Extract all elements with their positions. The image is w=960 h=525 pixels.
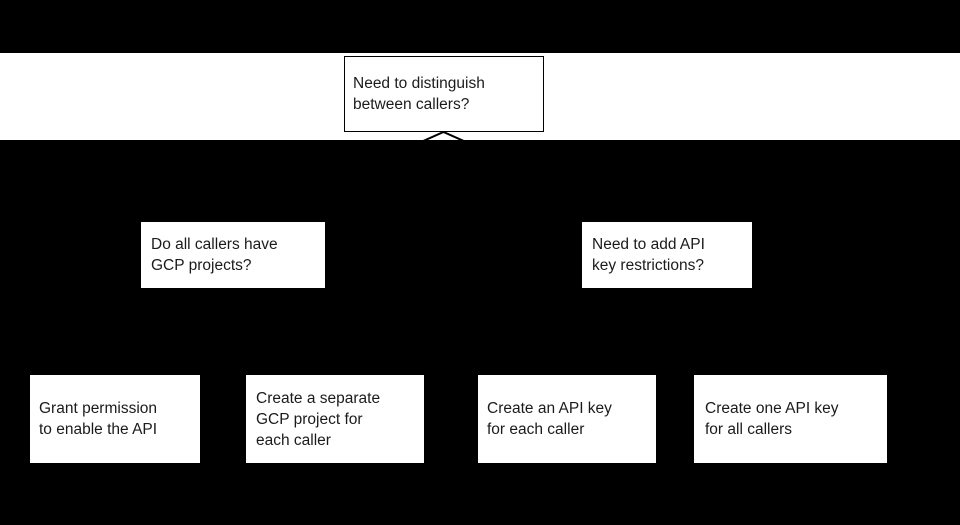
outcome-api-key-per-caller-box: Create an API key for each caller xyxy=(478,375,656,463)
outcome-one-api-key-box: Create one API key for all callers xyxy=(694,375,887,463)
outcome-one-api-key-label: Create one API key for all callers xyxy=(705,400,839,438)
decision-root-label: Need to distinguish between callers? xyxy=(353,75,485,113)
outcome-api-key-per-caller-label: Create an API key for each caller xyxy=(487,400,612,438)
decision-api-key-restrictions-box: Need to add API key restrictions? xyxy=(582,222,752,288)
decision-api-key-restrictions-label: Need to add API key restrictions? xyxy=(592,236,705,274)
outcome-separate-gcp-project-box: Create a separate GCP project for each c… xyxy=(246,375,424,463)
branch-connector-caret xyxy=(423,130,464,140)
outcome-grant-permission-label: Grant permission to enable the API xyxy=(39,400,158,438)
decision-gcp-projects-box: Do all callers have GCP projects? xyxy=(141,222,325,288)
decision-root-box: Need to distinguish between callers? xyxy=(344,56,544,132)
decision-gcp-projects-label: Do all callers have GCP projects? xyxy=(151,236,278,274)
outcome-grant-permission-box: Grant permission to enable the API xyxy=(30,375,200,463)
outcome-separate-gcp-project-label: Create a separate GCP project for each c… xyxy=(256,389,381,449)
